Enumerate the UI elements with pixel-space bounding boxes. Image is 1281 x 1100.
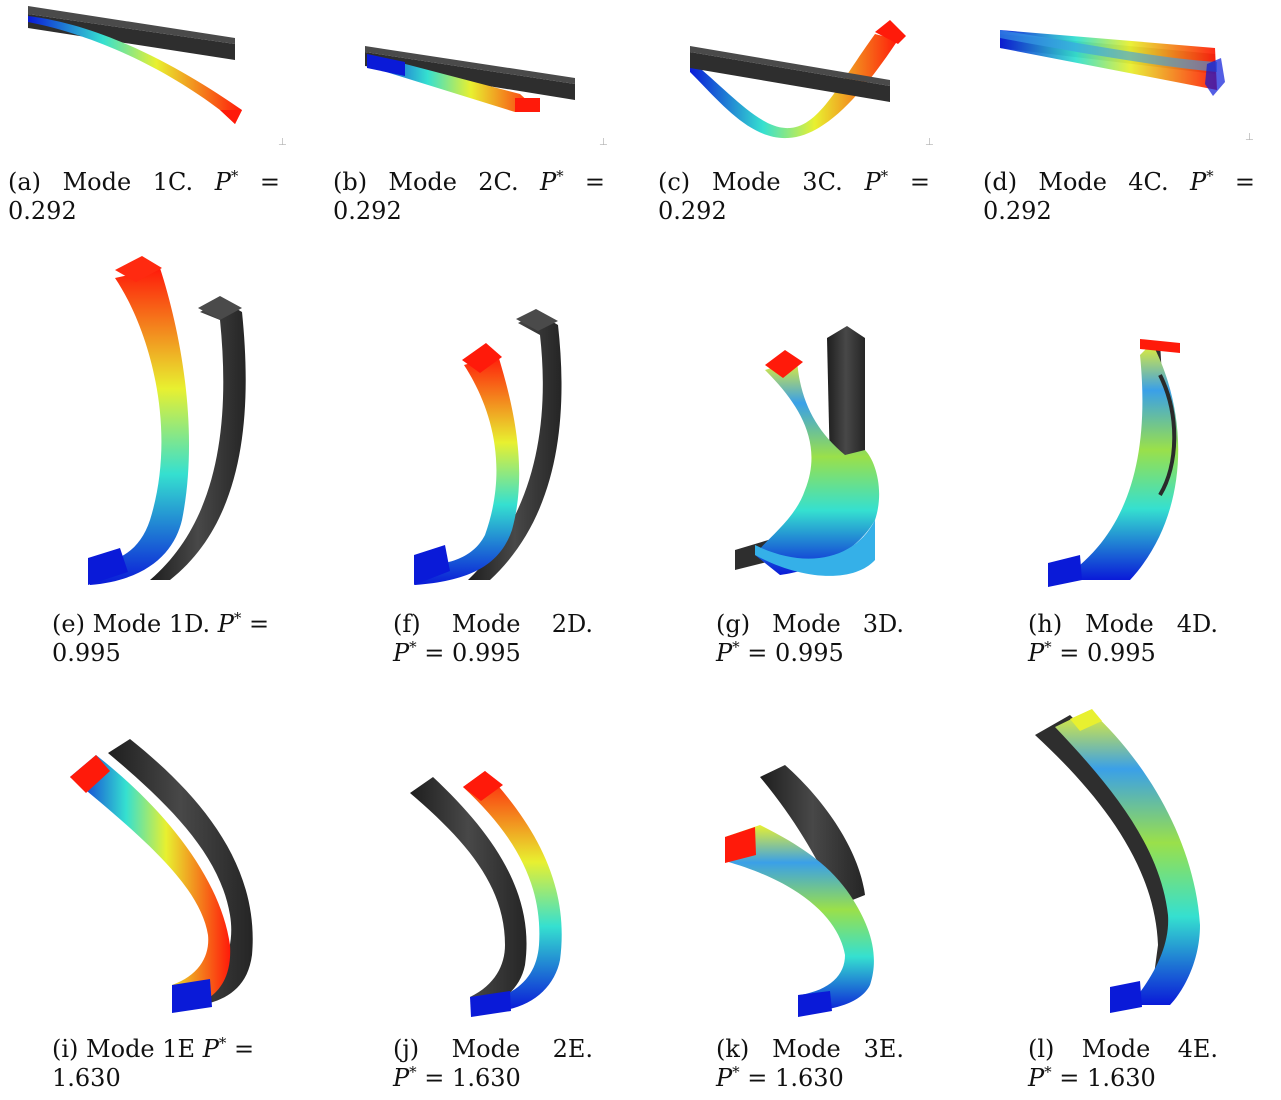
figure-panel-l bbox=[1030, 705, 1240, 1015]
beam-render-mode-4c bbox=[1000, 30, 1225, 96]
figure-panel-f bbox=[400, 305, 600, 590]
beam-render-mode-2d bbox=[414, 309, 562, 585]
figure-panel-a: ⊥ bbox=[20, 2, 300, 152]
beam-render-mode-1e bbox=[70, 739, 253, 1013]
beam-render-mode-2e bbox=[410, 771, 562, 1017]
caption-e: (e) Mode 1D. P* = 0.995 bbox=[52, 609, 270, 667]
figure-panel-g bbox=[725, 320, 925, 590]
figure-panel-e bbox=[70, 250, 270, 590]
figure-panel-c: ⊥ bbox=[670, 2, 950, 152]
figure-panel-b: ⊥ bbox=[345, 2, 625, 152]
axis-triad-icon: ⊥ bbox=[925, 137, 934, 148]
figure-panel-i bbox=[60, 735, 280, 1020]
beam-render-mode-2c bbox=[365, 46, 575, 112]
beam-render-mode-4e bbox=[1035, 709, 1200, 1013]
beam-render-mode-3e bbox=[725, 765, 874, 1017]
beam-render-mode-3d bbox=[735, 326, 880, 576]
figure-panel-j bbox=[405, 765, 605, 1020]
axis-triad-icon: ⊥ bbox=[278, 137, 287, 148]
beam-render-mode-4d bbox=[1048, 339, 1180, 587]
beam-render-mode-1c bbox=[28, 6, 242, 124]
figure-panel-k bbox=[720, 765, 920, 1020]
axis-triad-icon: ⊥ bbox=[1245, 132, 1254, 143]
figure-panel-d: ⊥ bbox=[995, 2, 1275, 152]
beam-render-mode-3c bbox=[690, 20, 906, 139]
caption-i: (i) Mode 1E P* = 1.630 bbox=[52, 1034, 255, 1092]
axis-triad-icon: ⊥ bbox=[599, 137, 608, 148]
figure-panel-h bbox=[1040, 335, 1240, 590]
beam-render-mode-1d bbox=[88, 256, 246, 585]
